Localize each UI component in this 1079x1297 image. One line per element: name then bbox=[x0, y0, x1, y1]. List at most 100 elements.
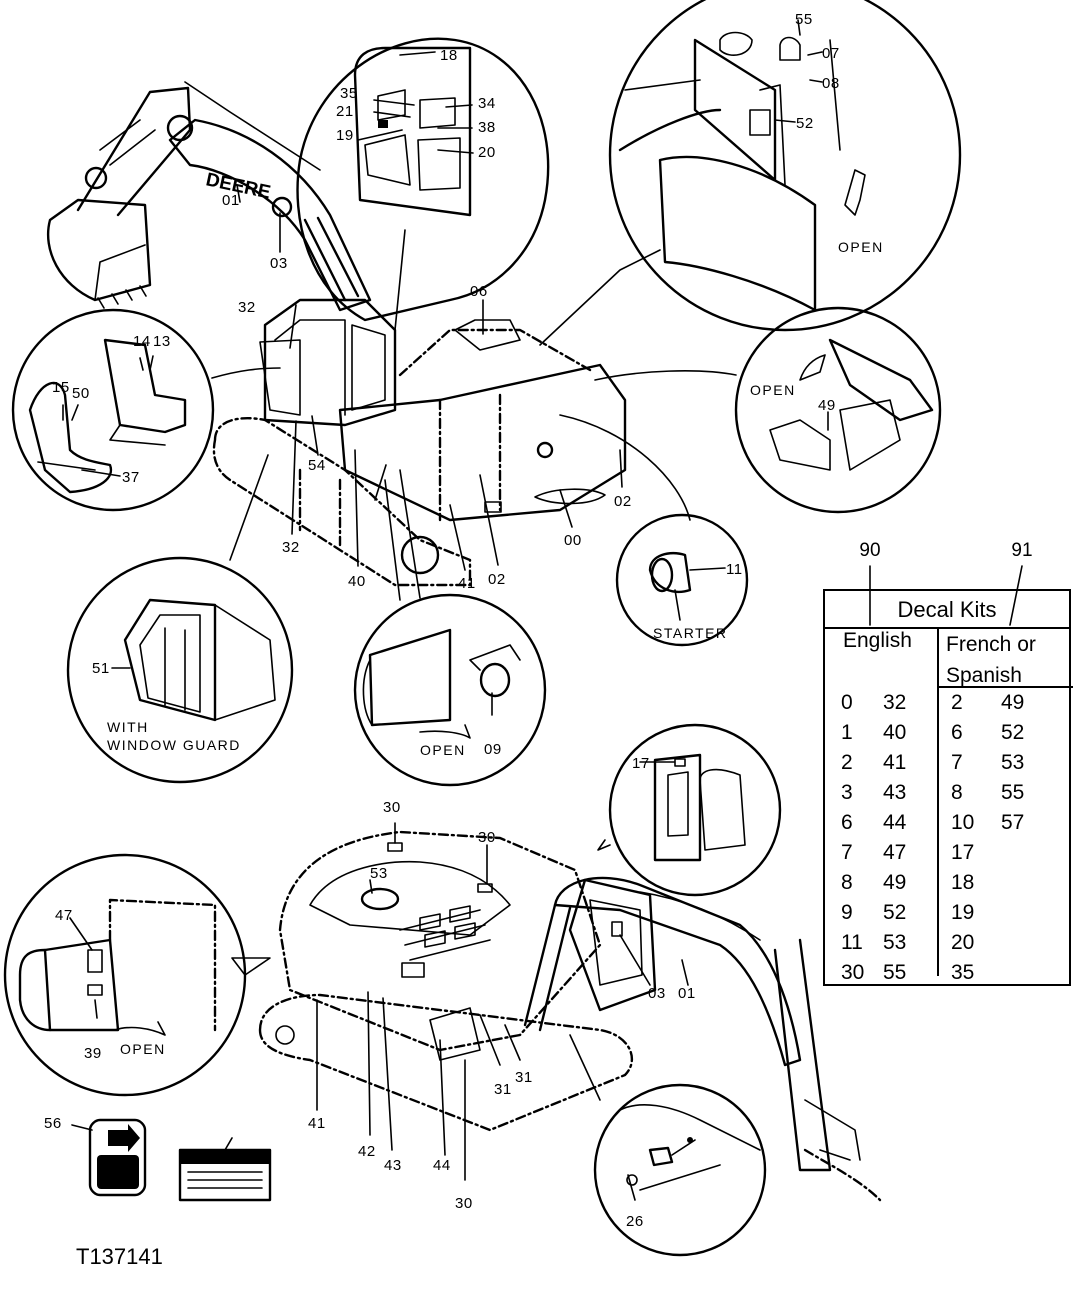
callout-11: 11 bbox=[726, 561, 743, 578]
cell: 55 bbox=[1001, 781, 1025, 804]
cell: 3 bbox=[841, 781, 853, 804]
callout-50: 50 bbox=[72, 385, 90, 402]
callout-07: 07 bbox=[822, 45, 840, 62]
callout-06: 06 bbox=[470, 283, 488, 300]
callout-44: 44 bbox=[433, 1157, 451, 1174]
callout-08: 08 bbox=[822, 75, 840, 92]
callout-13: 13 bbox=[153, 333, 171, 350]
table-row: 2 41 7 53 bbox=[825, 748, 1069, 778]
callout-31-right: 31 bbox=[515, 1069, 533, 1086]
cell: 32 bbox=[883, 691, 907, 714]
cell: 53 bbox=[1001, 751, 1025, 774]
cell: 10 bbox=[951, 811, 975, 834]
caption-window-guard: WINDOW GUARD bbox=[107, 737, 241, 753]
callout-41-lower: 41 bbox=[308, 1115, 326, 1132]
callout-30-top: 30 bbox=[383, 799, 401, 816]
side-door-inset bbox=[3, 853, 271, 1097]
callout-32-lower: 32 bbox=[282, 539, 300, 556]
french-spanish-header: French or Spanish bbox=[946, 629, 1036, 691]
callout-34: 34 bbox=[478, 95, 496, 112]
cell: 7 bbox=[841, 841, 853, 864]
callout-56: 56 bbox=[44, 1115, 62, 1132]
english-header: English bbox=[843, 629, 912, 652]
figure-number: T137141 bbox=[76, 1244, 163, 1269]
callout-01-lower: 01 bbox=[678, 985, 696, 1002]
cell: 7 bbox=[951, 751, 963, 774]
cell: 41 bbox=[883, 751, 907, 774]
cell: 8 bbox=[951, 781, 963, 804]
callout-30-mid: 30 bbox=[478, 829, 496, 846]
table-row: 6 44 10 57 bbox=[825, 808, 1069, 838]
cell: 2 bbox=[841, 751, 853, 774]
cell: 57 bbox=[1001, 811, 1025, 834]
callout-47: 47 bbox=[55, 907, 73, 924]
cab-door-inset bbox=[597, 723, 782, 897]
loose-decals: 8 IMPORTANT bbox=[71, 1118, 272, 1202]
cell: 1 bbox=[841, 721, 853, 744]
cell: 6 bbox=[841, 811, 853, 834]
callout-26: 26 bbox=[626, 1213, 644, 1230]
hydraulic-tank-inset bbox=[569, 1034, 767, 1257]
callout-54: 54 bbox=[308, 457, 326, 474]
callout-03-upper: 03 bbox=[270, 255, 288, 272]
table-divider-top bbox=[825, 627, 1069, 629]
caption-open-left-bottom: OPEN bbox=[120, 1041, 166, 1057]
callout-53: 53 bbox=[370, 865, 388, 882]
cell: 0 bbox=[841, 691, 853, 714]
table-row: 3 43 8 55 bbox=[825, 778, 1069, 808]
callout-18: 18 bbox=[440, 47, 458, 64]
cell: 2 bbox=[951, 691, 963, 714]
cell: 20 bbox=[951, 931, 975, 954]
cell: 43 bbox=[883, 781, 907, 804]
callout-42: 42 bbox=[358, 1143, 376, 1160]
cell: 44 bbox=[883, 811, 907, 834]
callout-32-upper: 32 bbox=[238, 299, 256, 316]
cell: 9 bbox=[841, 901, 853, 924]
french-header-line2: Spanish bbox=[946, 664, 1022, 687]
cell: 49 bbox=[1001, 691, 1025, 714]
callout-02-upper: 02 bbox=[614, 493, 632, 510]
callout-21: 21 bbox=[336, 103, 354, 120]
callout-15: 15 bbox=[52, 379, 70, 396]
callout-numbers: 18 35 34 21 38 19 20 01 03 32 06 55 07 0… bbox=[44, 11, 840, 1230]
callout-52: 52 bbox=[796, 115, 814, 132]
excavator-lower-view bbox=[258, 822, 882, 1202]
callout-37: 37 bbox=[122, 469, 140, 486]
caption-open-right-mid: OPEN bbox=[750, 382, 796, 398]
cell: 55 bbox=[883, 961, 907, 984]
table-divider-french bbox=[937, 686, 1073, 688]
cell: 17 bbox=[951, 841, 975, 864]
seat-inset bbox=[11, 308, 281, 512]
callout-09: 09 bbox=[484, 741, 502, 758]
callout-31-left: 31 bbox=[494, 1081, 512, 1098]
cell: 35 bbox=[951, 961, 975, 984]
callout-20: 20 bbox=[478, 144, 496, 161]
callout-03-lower: 03 bbox=[648, 985, 666, 1002]
compartment-inset bbox=[539, 0, 962, 346]
callout-41-upper: 41 bbox=[458, 575, 476, 592]
cab-window-inset bbox=[296, 37, 550, 322]
svg-text:8: 8 bbox=[110, 1161, 124, 1191]
callout-43: 43 bbox=[384, 1157, 402, 1174]
kit-91-leader bbox=[1009, 565, 1023, 626]
door-open-inset bbox=[353, 469, 547, 787]
caption-starter: STARTER bbox=[653, 625, 728, 641]
cell: 49 bbox=[883, 871, 907, 894]
table-row: 30 55 35 bbox=[825, 958, 1069, 988]
callout-35: 35 bbox=[340, 85, 358, 102]
callout-02-lower: 02 bbox=[488, 571, 506, 588]
callout-14: 14 bbox=[133, 333, 151, 350]
engine-hood-inset bbox=[594, 306, 942, 514]
cell: 53 bbox=[883, 931, 907, 954]
cell: 40 bbox=[883, 721, 907, 744]
cell: 30 bbox=[841, 961, 865, 984]
callout-49: 49 bbox=[818, 397, 836, 414]
callout-01-upper: 01 bbox=[222, 192, 240, 209]
french-header-line1: French or bbox=[946, 633, 1036, 656]
